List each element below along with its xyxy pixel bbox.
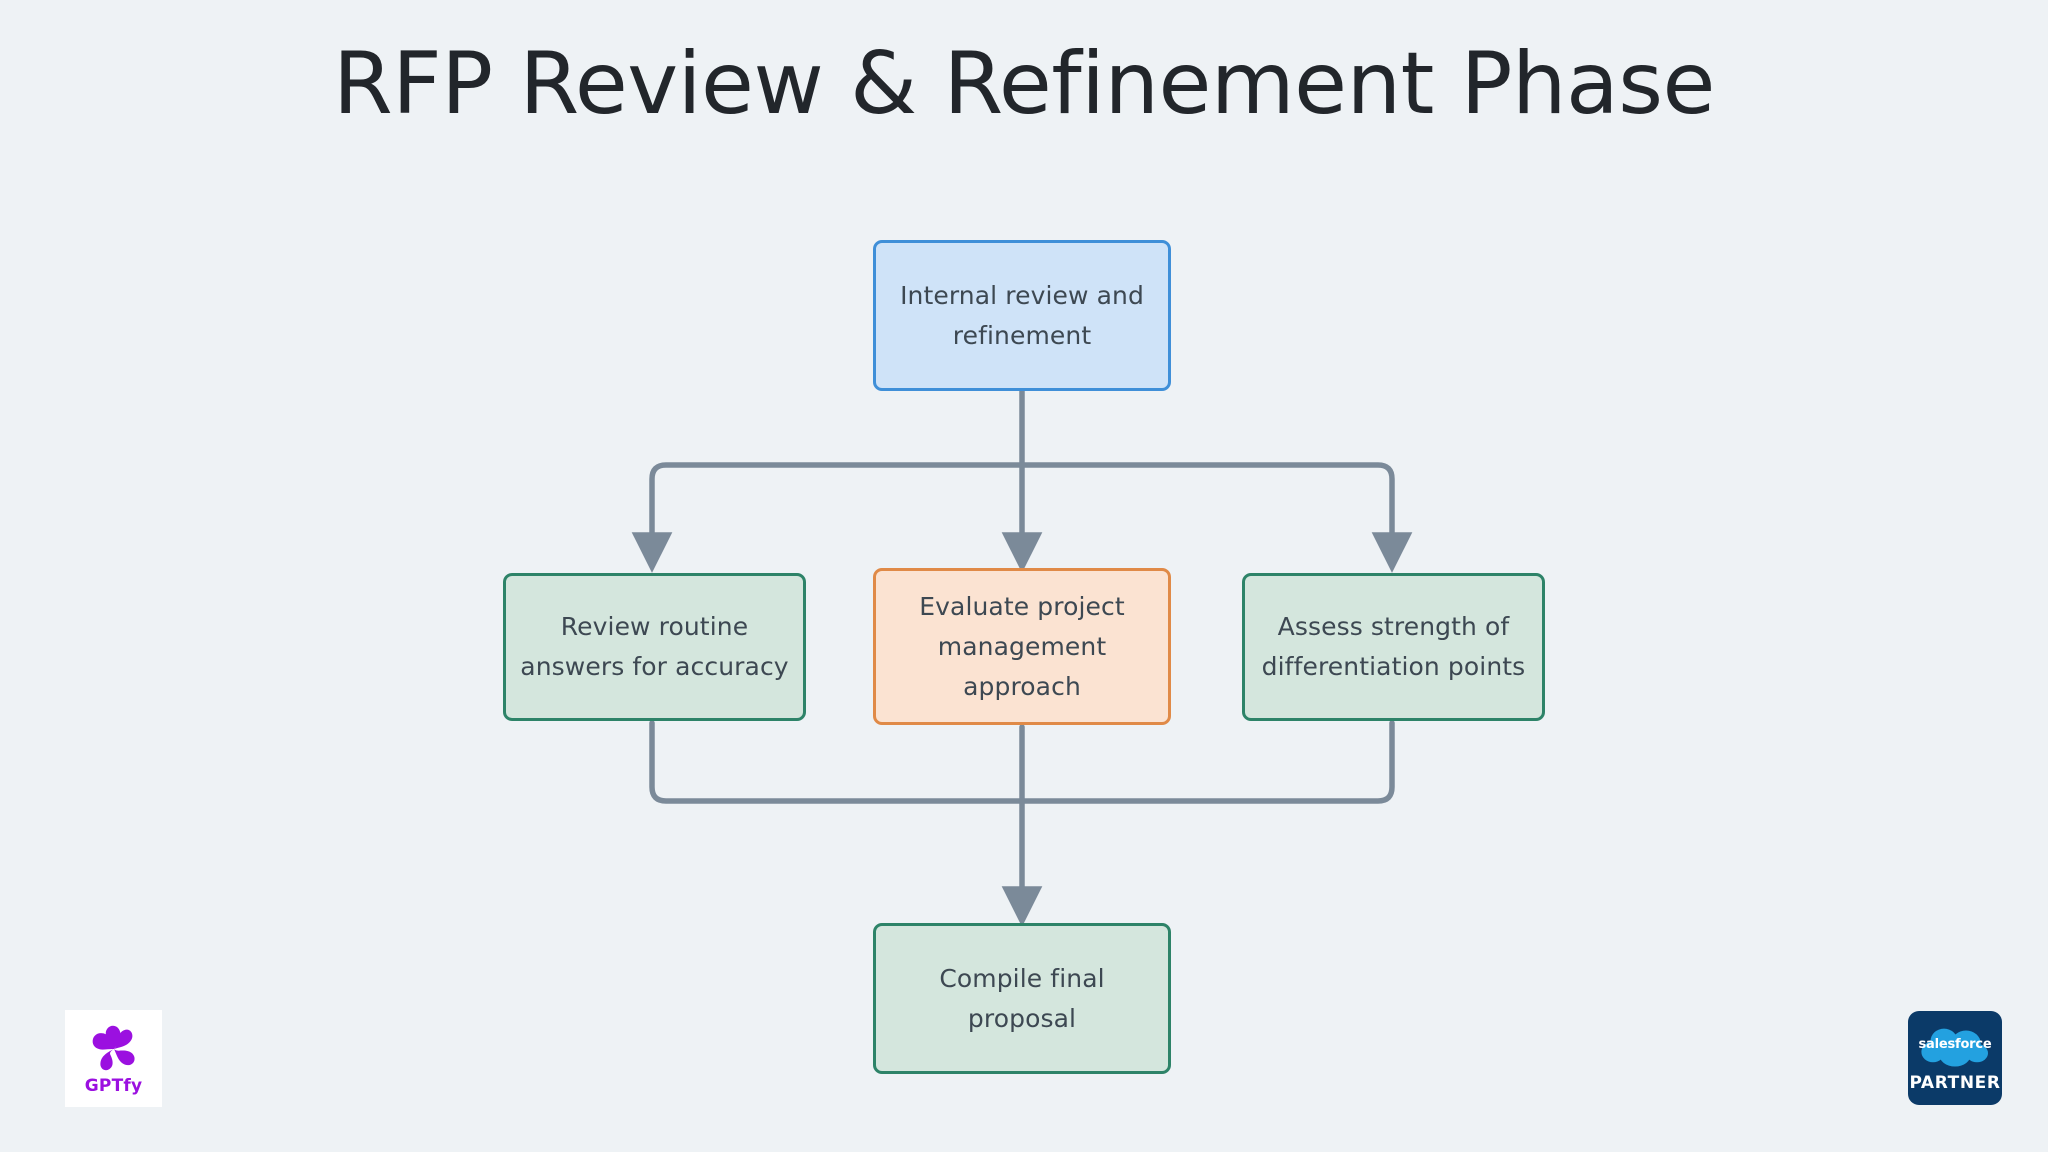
flow-node-label: Review routine answers for accuracy (520, 612, 789, 681)
flow-node-label: Evaluate project management approach (919, 591, 1125, 701)
flow-node-compile-final-proposal[interactable]: Compile final proposal (873, 923, 1171, 1074)
flow-node-review-routine-answers[interactable]: Review routine answers for accuracy (503, 573, 806, 721)
gptfy-wordmark: GPTfy (84, 1075, 143, 1096)
partner-tier-label: PARTNER (1909, 1072, 2001, 1093)
flow-node-assess-differentiation[interactable]: Assess strength of differentiation point… (1242, 573, 1545, 721)
gptfy-logo: GPTfy (65, 1010, 162, 1107)
salesforce-partner-badge: salesforce PARTNER (1908, 1011, 2002, 1105)
flow-node-label: Internal review and refinement (900, 280, 1144, 350)
edge-from-assess-strength (1019, 720, 1395, 804)
page-title: RFP Review & Refinement Phase (333, 34, 1715, 134)
flow-node-label: Assess strength of differentiation point… (1261, 612, 1526, 681)
edge-from-review-routine (649, 720, 1025, 804)
salesforce-cloud-icon: salesforce (1918, 1025, 1992, 1069)
flow-node-internal-review[interactable]: Internal review and refinement (873, 240, 1171, 391)
flow-node-label: Compile final proposal (939, 963, 1105, 1033)
edge-to-assess-strength (1019, 462, 1413, 573)
gptfy-pinwheel-icon (92, 1025, 135, 1070)
salesforce-wordmark: salesforce (1918, 1036, 1992, 1052)
flow-node-evaluate-project-management[interactable]: Evaluate project management approach (873, 568, 1171, 725)
edge-to-review-routine (631, 462, 1025, 573)
cloud-shape (1921, 1028, 1988, 1067)
